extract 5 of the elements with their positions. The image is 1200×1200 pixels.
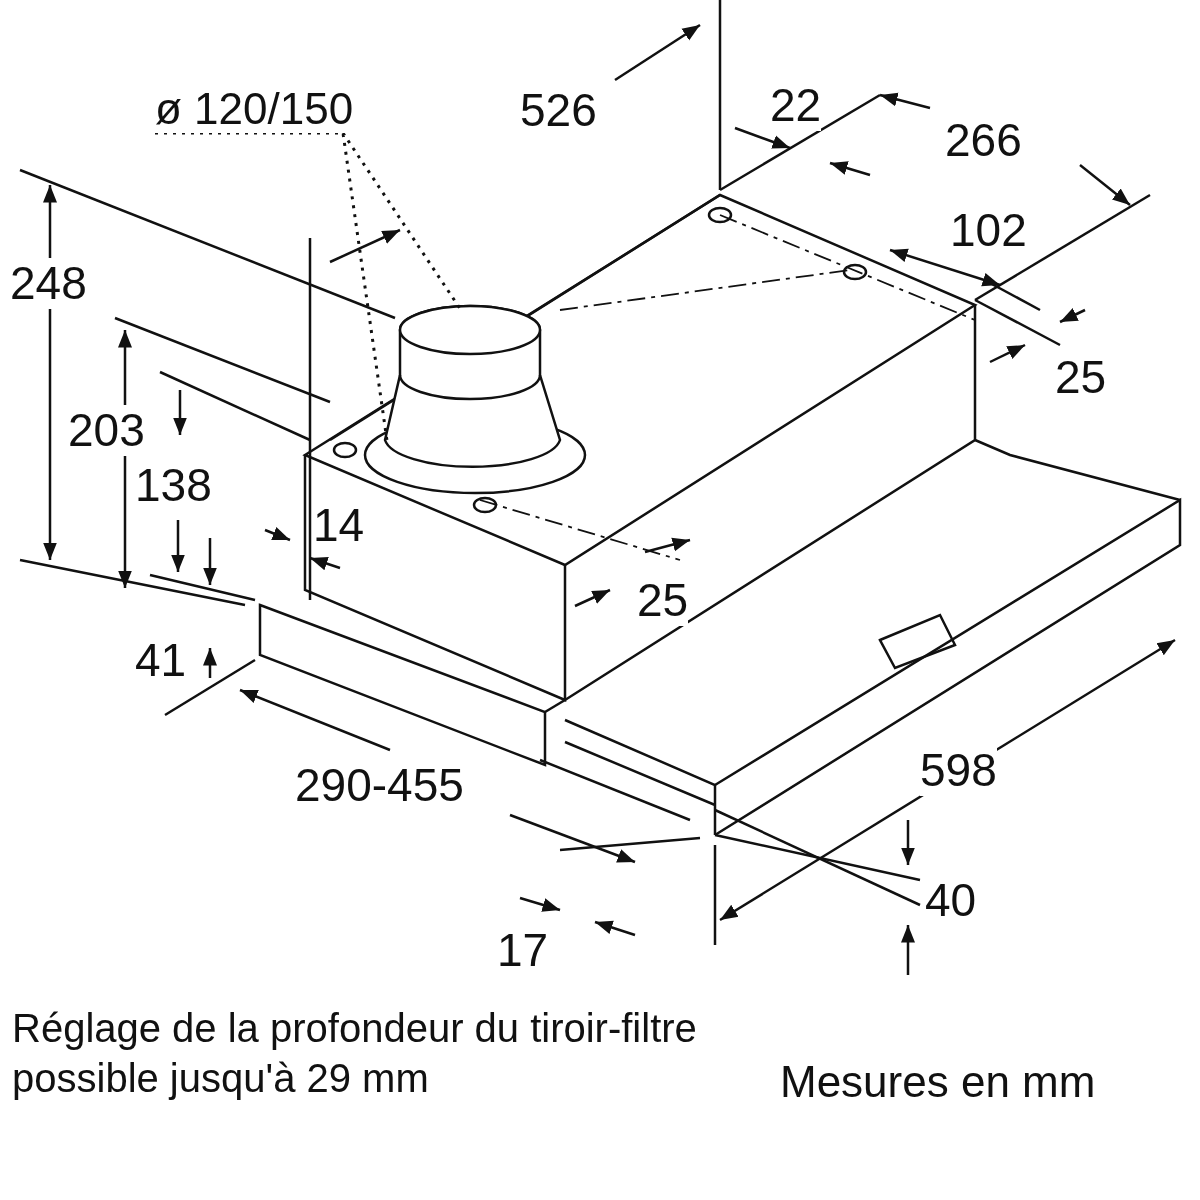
dimension-value: 598 [920,745,997,796]
dimension-value: 248 [10,258,87,309]
leader-line [153,131,462,443]
dimension-value: 203 [68,405,145,456]
duct-collar-drawing [363,304,587,495]
